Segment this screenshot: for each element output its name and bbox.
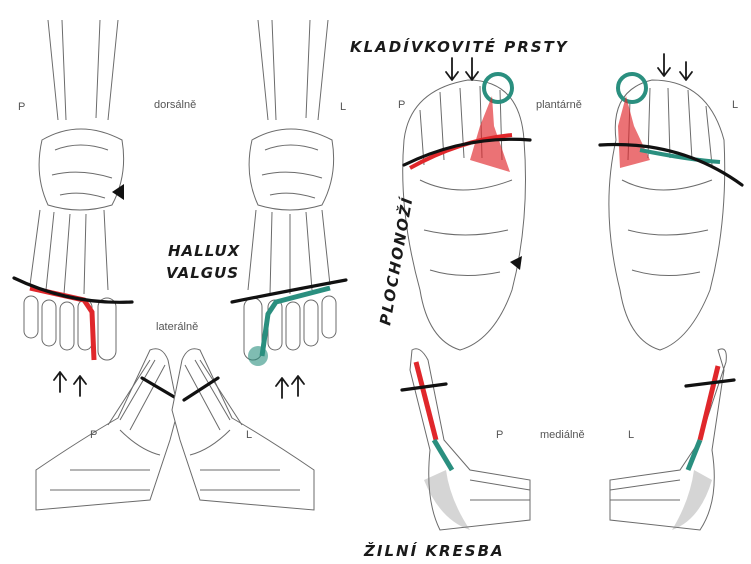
label-medial-view: mediálně xyxy=(540,429,585,441)
label-right-medial: P xyxy=(496,429,503,441)
lateral-left-foot xyxy=(172,349,314,510)
label-right-plantar: P xyxy=(398,99,405,111)
label-left-lateral: L xyxy=(246,429,252,441)
label-right-dorsal: P xyxy=(18,101,25,113)
annotation-hallux-valgus-1: HALLUX xyxy=(168,242,241,260)
dorsal-left-foot xyxy=(232,20,346,398)
label-lateral-view: laterálně xyxy=(156,321,198,333)
plantar-right-foot xyxy=(403,58,530,350)
annotation-hammer-toes: KLADÍVKOVITÉ PRSTY xyxy=(350,37,569,56)
medial-right-foot xyxy=(402,349,530,530)
label-plantar-view: plantárně xyxy=(536,99,582,111)
label-left-plantar: L xyxy=(732,99,738,111)
annotation-hallux-valgus-2: VALGUS xyxy=(166,264,239,282)
plantar-left-foot xyxy=(600,54,742,350)
label-left-medial: L xyxy=(628,429,634,441)
annotation-flat-foot: PLOCHONOŽÍ xyxy=(375,195,416,327)
lateral-right-foot xyxy=(36,349,178,510)
dorsal-right-foot xyxy=(14,20,132,396)
label-right-lateral: P xyxy=(90,429,97,441)
label-dorsal-view: dorsálně xyxy=(154,99,196,111)
label-left-dorsal: L xyxy=(340,101,346,113)
annotation-vein-pattern: ŽILNÍ KRESBA xyxy=(363,541,505,560)
